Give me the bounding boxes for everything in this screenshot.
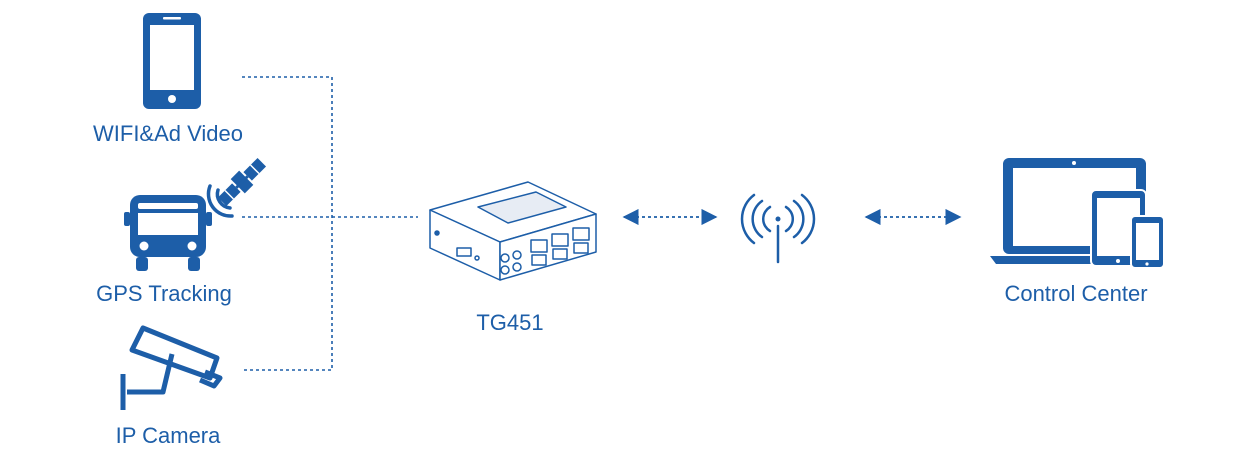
router-label: TG451: [476, 310, 543, 335]
antenna-signal-icon: [740, 193, 816, 264]
satellite-icon: [217, 157, 267, 207]
satellite-signal-icon: [206, 184, 234, 218]
control-center-label: Control Center: [1004, 281, 1147, 306]
laptop-tablet-phone-icon: [990, 158, 1165, 269]
cctv-camera-icon: [120, 325, 223, 410]
smartphone-icon: [143, 13, 201, 109]
wifi-label: WIFI&Ad Video: [93, 121, 243, 146]
camera-label: IP Camera: [116, 423, 222, 448]
gps-label: GPS Tracking: [96, 281, 232, 306]
router-icon: [429, 181, 597, 281]
connection-lines: [242, 76, 418, 371]
line-wifi-to-bus: [242, 76, 333, 371]
bus-icon: [124, 195, 212, 271]
